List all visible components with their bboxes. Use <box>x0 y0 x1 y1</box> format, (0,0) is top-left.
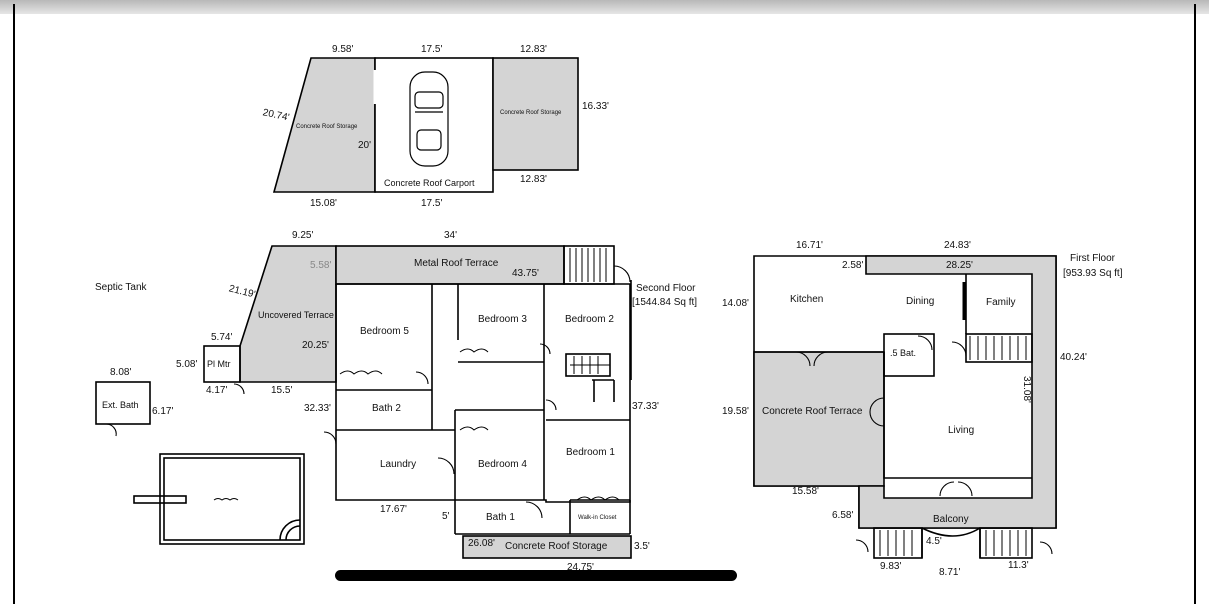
second-floor-plan <box>203 245 632 559</box>
stair-treads <box>569 248 610 374</box>
living-label: Living <box>948 425 974 436</box>
uncovered-terrace-room <box>239 245 337 383</box>
dim-658: 6.58' <box>832 510 853 521</box>
dim-right-side: 16.33' <box>582 101 609 112</box>
dim-bottom-right: 12.83' <box>520 174 547 185</box>
dim-3233: 32.33' <box>304 403 331 414</box>
dim-2608: 26.08' <box>468 538 495 549</box>
dim-2025: 20.25' <box>302 340 329 351</box>
dim-slant: 20.74' <box>262 107 291 123</box>
dim-top-left: 9.58' <box>332 44 353 55</box>
bedroom1-label: Bedroom 1 <box>566 447 615 458</box>
dim-bottom-left: 15.08' <box>310 198 337 209</box>
balcony-label: Balcony <box>933 514 969 525</box>
dim-983: 9.83' <box>880 561 901 572</box>
ext-bath-label: Ext. Bath <box>102 400 139 410</box>
septic-label: Septic Tank <box>95 282 148 293</box>
stair-first <box>965 333 1033 363</box>
first-floor-plan <box>753 255 1057 559</box>
pl-mtr-label: Pl Mtr <box>207 359 231 369</box>
terrace-label: Concrete Roof Terrace <box>762 406 863 417</box>
first-floor-title: First Floor <box>1070 253 1116 264</box>
dim-155: 15.5' <box>271 385 292 396</box>
dim-113: 11.3' <box>1008 560 1029 571</box>
kitchen-label: Kitchen <box>790 294 823 305</box>
dim-2483: 24.83' <box>944 240 971 251</box>
second-floor-area: [1544.84 Sq ft] <box>632 297 697 308</box>
window-marks <box>339 348 620 501</box>
half-bath-label: .5 Bat. <box>890 348 916 358</box>
first-floor-area: [953.93 Sq ft] <box>1063 268 1123 279</box>
dim-1558: 15.58' <box>792 486 819 497</box>
concrete-terrace-room <box>753 351 885 487</box>
dim-1767: 17.67' <box>380 504 407 515</box>
laundry-label: Laundry <box>380 459 416 470</box>
dim-2825: 28.25' <box>946 260 973 271</box>
dim-3733: 37.33' <box>632 401 659 412</box>
storage-left-label: Concrete Roof Storage <box>296 124 358 130</box>
bedroom5-label: Bedroom 5 <box>360 326 409 337</box>
dim-4024: 40.24' <box>1060 352 1087 363</box>
dim-35: 3.5' <box>634 541 650 552</box>
pool <box>133 453 305 545</box>
dim-3108: 31.08' <box>1021 376 1032 403</box>
dim-871: 8.71' <box>939 567 960 578</box>
water-icon <box>213 498 239 501</box>
bath1-label: Bath 1 <box>486 512 515 523</box>
dim-inner: 20' <box>358 140 371 151</box>
dim-417: 4.17' <box>206 385 227 396</box>
dim-45: 4.5' <box>926 536 942 547</box>
pl-mtr-room <box>203 345 241 383</box>
car-icon <box>409 71 449 167</box>
balcony-stair-left <box>873 527 923 559</box>
storage-right-room <box>492 57 579 171</box>
walkin-label: Walk-in Closet <box>578 515 617 521</box>
storage-right-label: Concrete Roof Storage <box>500 110 562 116</box>
second-floor-title: Second Floor <box>636 283 696 294</box>
dim-1671: 16.71' <box>796 240 823 251</box>
bedroom4-label: Bedroom 4 <box>478 459 527 470</box>
dim-508: 5.08' <box>176 359 197 370</box>
dim-1958: 19.58' <box>722 406 749 417</box>
dim-4375: 43.75' <box>512 268 539 279</box>
carport-block <box>272 57 579 193</box>
metal-terrace-label: Metal Roof Terrace <box>414 258 499 269</box>
family-label: Family <box>986 297 1015 308</box>
dim-top-mid: 17.5' <box>421 44 442 55</box>
perimeter-terrace <box>858 255 1057 529</box>
bath2-label: Bath 2 <box>372 403 401 414</box>
dim-1408: 14.08' <box>722 298 749 309</box>
dim-top-right: 12.83' <box>520 44 547 55</box>
dim-34: 34' <box>444 230 457 241</box>
dim-5: 5' <box>442 511 450 522</box>
ext-bath-side: 6.17' <box>152 406 173 417</box>
door-arcs <box>105 265 631 519</box>
top-bar <box>0 0 1209 14</box>
carport-label: Concrete Roof Carport <box>384 178 475 188</box>
dim-258: 2.58' <box>842 260 863 271</box>
dim-574: 5.74' <box>211 332 232 343</box>
balcony-stair-right <box>979 527 1033 559</box>
dining-label: Dining <box>906 296 934 307</box>
dim-558: 5.58' <box>310 260 331 271</box>
ext-bath-top: 8.08' <box>110 367 131 378</box>
uncovered-terrace-label: Uncovered Terrace <box>258 310 334 320</box>
storage-bottom-room <box>462 535 632 559</box>
home-indicator[interactable] <box>335 570 737 581</box>
half-bath-room <box>883 333 935 377</box>
bedroom2-label: Bedroom 2 <box>565 314 614 325</box>
bedroom3-label: Bedroom 3 <box>478 314 527 325</box>
page-frame <box>13 4 1196 604</box>
dim-bottom-mid: 17.5' <box>421 198 442 209</box>
ext-bath-room <box>95 381 151 425</box>
carport-room <box>374 57 494 193</box>
dim-2119: 21.19' <box>228 283 257 300</box>
storage-bottom-label: Concrete Roof Storage <box>505 541 608 552</box>
dim-925: 9.25' <box>292 230 313 241</box>
dim-2475: 24.75' <box>567 562 594 573</box>
